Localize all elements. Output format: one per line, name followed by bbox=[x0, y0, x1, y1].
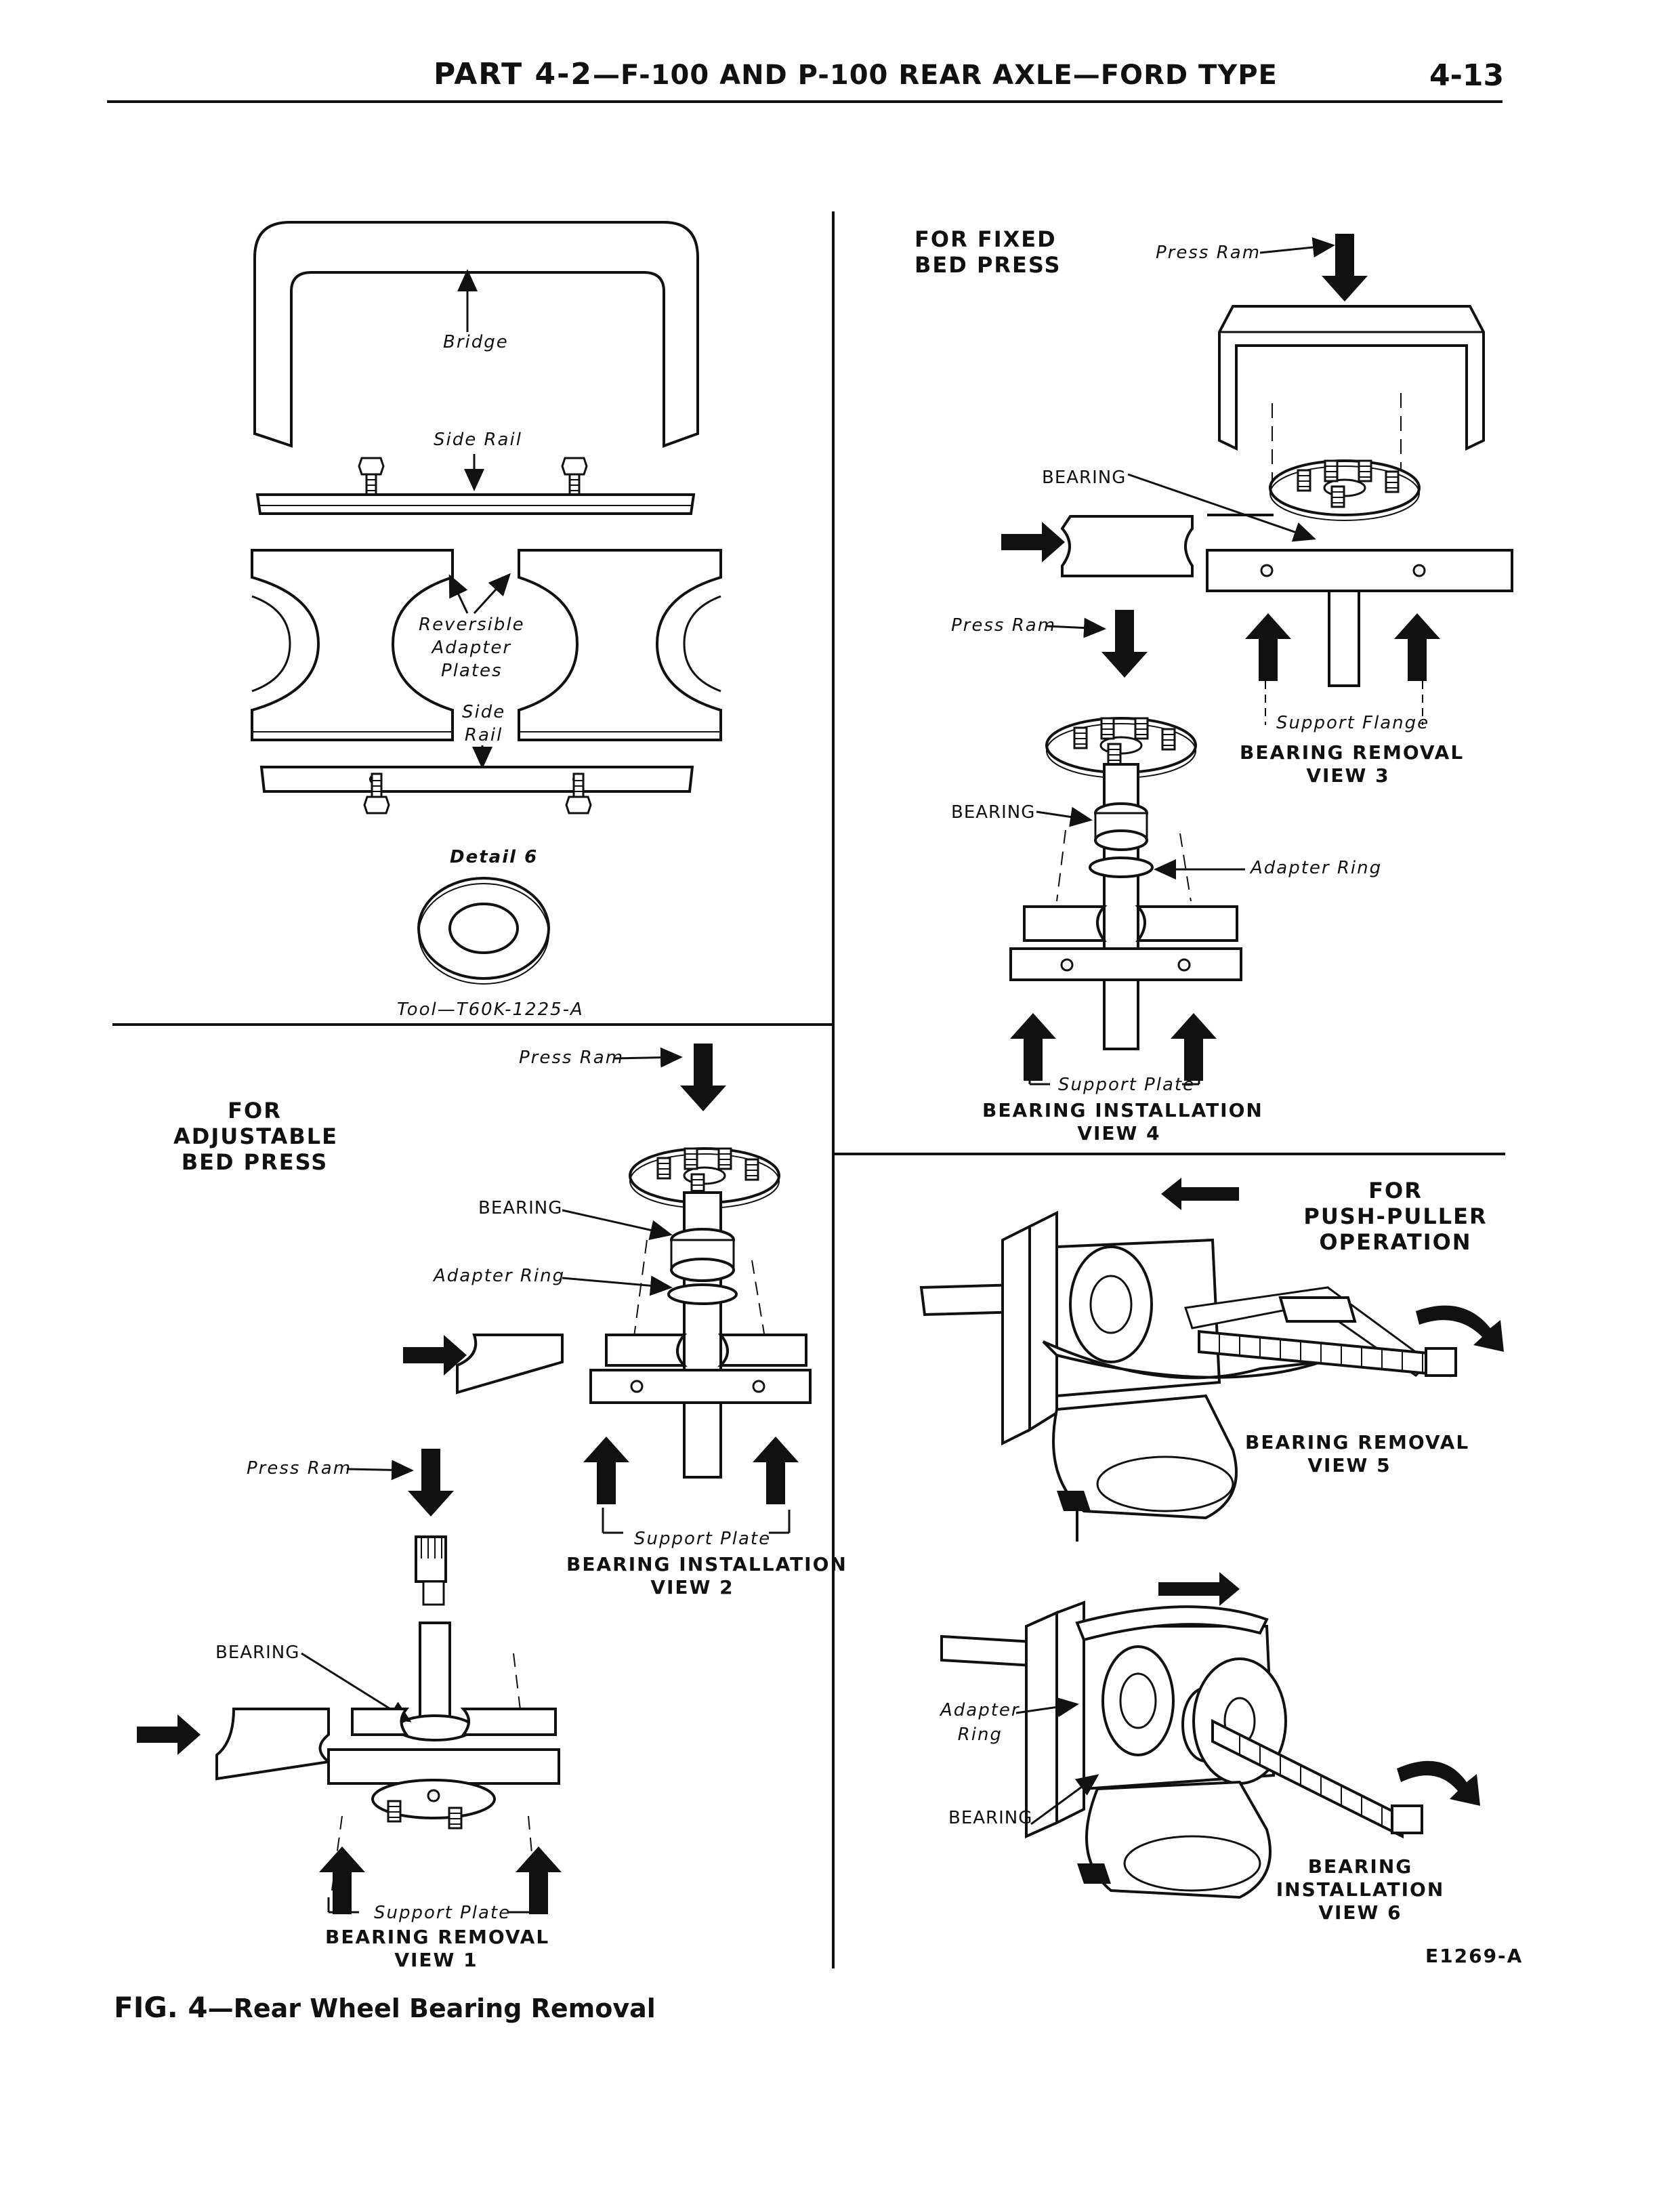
side-rail-bottom-label: Side Rail bbox=[462, 702, 506, 745]
view2-bearing: BEARING bbox=[478, 1198, 563, 1218]
tool-label: Tool—T60K-1225-A bbox=[397, 999, 584, 1020]
view1-side-plate bbox=[215, 1708, 332, 1781]
view4-support-plate: Support Plate bbox=[1058, 1075, 1196, 1095]
figure-caption-text: —Rear Wheel Bearing Removal bbox=[207, 1994, 656, 2023]
bridge-label: Bridge bbox=[443, 332, 509, 352]
side-rail-label: Side Rail bbox=[434, 430, 522, 450]
view3-press-ram: Press Ram bbox=[1156, 243, 1261, 263]
detail-label: Detail 6 bbox=[450, 847, 539, 867]
adapter-plates-label: Reversible Adapter Plates bbox=[419, 615, 525, 681]
fixed-bed-heading: FOR FIXED BED PRESS bbox=[915, 226, 1062, 278]
page-header: PART 4-2—F-100 AND P-100 REAR AXLE—FORD … bbox=[434, 57, 1278, 91]
view3-bridge bbox=[1218, 305, 1485, 451]
push-puller-heading: FOR PUSH-PULLER OPERATION bbox=[1303, 1178, 1488, 1255]
adapter-plates bbox=[251, 549, 722, 741]
view1-bearing: BEARING bbox=[215, 1643, 300, 1663]
view3-caption: BEARING REMOVAL VIEW 3 bbox=[1240, 741, 1465, 787]
view6-bearing: BEARING bbox=[948, 1808, 1033, 1828]
view1-caption: BEARING REMOVAL VIEW 1 bbox=[325, 1926, 550, 1971]
view3-plate bbox=[1060, 514, 1513, 687]
view3-bearing: BEARING bbox=[1042, 468, 1127, 488]
view6-puller bbox=[940, 1572, 1480, 1899]
view1-press-ram: Press Ram bbox=[247, 1458, 352, 1479]
press-ram-arrow bbox=[1322, 234, 1368, 302]
figure-caption-prefix: FIG. 4 bbox=[114, 1991, 208, 2024]
view1-shaft bbox=[396, 1622, 474, 1741]
view2-press-ram: Press Ram bbox=[519, 1048, 625, 1068]
bridge-drawing bbox=[253, 221, 699, 448]
view6-adapter-ring: Adapter Ring bbox=[940, 1700, 1020, 1745]
figure-code: E1269-A bbox=[1425, 1945, 1524, 1967]
chapter-title: —F-100 AND P-100 REAR AXLE—FORD TYPE bbox=[593, 60, 1278, 91]
view4-press-ram: Press Ram bbox=[951, 615, 1057, 636]
view1-adapter bbox=[415, 1535, 447, 1606]
view2-adapter-ring: Adapter Ring bbox=[434, 1266, 566, 1286]
view2-support-plate: Support Plate bbox=[634, 1529, 772, 1549]
view2-plate bbox=[589, 1334, 812, 1404]
view4-bearing: BEARING bbox=[951, 802, 1036, 823]
view1-plate bbox=[327, 1708, 560, 1830]
adjustable-bed-heading: FOR ADJUSTABLE BED PRESS bbox=[173, 1098, 339, 1175]
figure-caption: FIG. 4—Rear Wheel Bearing Removal bbox=[114, 1991, 656, 2024]
view3-support-flange: Support Flange bbox=[1276, 713, 1430, 733]
detail-ring bbox=[417, 877, 550, 985]
view2-caption: BEARING INSTALLATION VIEW 2 bbox=[566, 1553, 847, 1598]
side-rail-bottom bbox=[259, 766, 694, 793]
view5-puller bbox=[919, 1178, 1504, 1542]
view5-caption: BEARING REMOVAL VIEW 5 bbox=[1245, 1431, 1470, 1477]
part-label: PART 4-2 bbox=[434, 57, 593, 91]
page-number: 4-13 bbox=[1429, 58, 1505, 93]
view4-adapter-ring: Adapter Ring bbox=[1251, 858, 1383, 878]
view4-plate bbox=[1009, 905, 1242, 981]
view6-caption: BEARING INSTALLATION VIEW 6 bbox=[1276, 1855, 1445, 1924]
view1-support-plate: Support Plate bbox=[374, 1903, 511, 1923]
side-rail-top bbox=[255, 493, 696, 515]
view2-side-plate bbox=[456, 1334, 564, 1395]
view4-caption: BEARING INSTALLATION VIEW 4 bbox=[982, 1099, 1263, 1144]
